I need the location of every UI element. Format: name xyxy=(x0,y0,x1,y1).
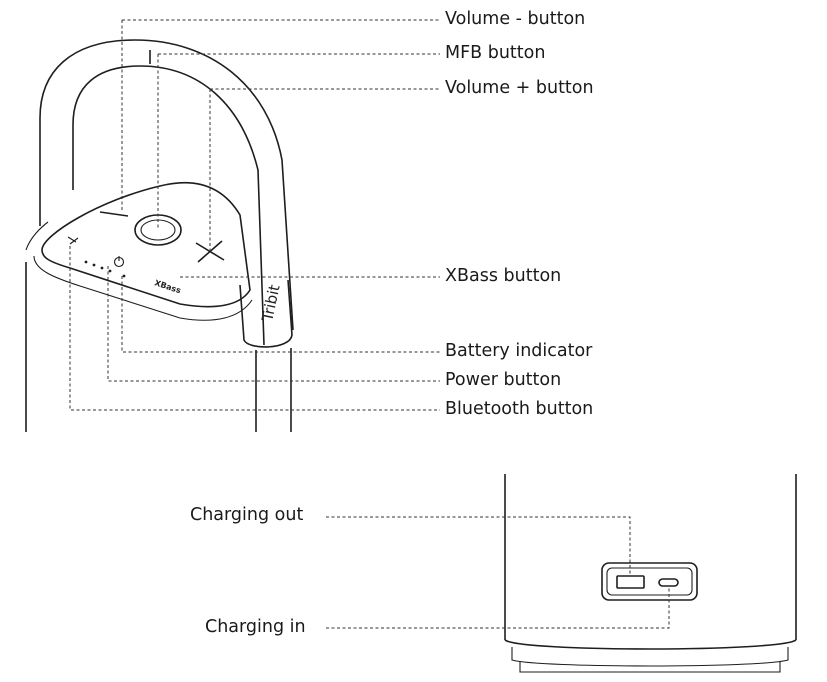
charging-out-label: Charging out xyxy=(190,505,304,525)
bluetooth-icon xyxy=(67,236,79,245)
power-label: Power button xyxy=(445,370,562,390)
leader-lines-bottom xyxy=(326,516,670,629)
xbass-label: XBass button xyxy=(445,266,562,286)
handle-inner xyxy=(72,65,265,346)
battery-dot xyxy=(92,263,96,267)
charging-in-label: Charging in xyxy=(205,617,306,637)
leader-lines-top xyxy=(69,19,440,411)
top-plate xyxy=(41,181,251,308)
volume-plus-label: Volume + button xyxy=(445,78,594,98)
mfb-label: MFB button xyxy=(445,43,546,63)
volume-minus-icon xyxy=(99,211,129,217)
battery-dot xyxy=(100,266,104,270)
handle-outer xyxy=(39,39,294,331)
speaker-bottom-illustration xyxy=(504,474,797,673)
battery-label: Battery indicator xyxy=(445,341,593,361)
battery-dot xyxy=(108,269,112,273)
bluetooth-label: Bluetooth button xyxy=(445,399,594,419)
usb-c-port-icon xyxy=(658,578,679,587)
usb-a-port-icon xyxy=(616,575,645,589)
volume-plus-icon xyxy=(195,240,225,263)
battery-dot xyxy=(84,260,88,264)
speaker-top-illustration: XBass Tribit xyxy=(25,39,294,432)
port-panel xyxy=(601,562,698,601)
battery-dot xyxy=(122,274,126,278)
xbass-logo: XBass xyxy=(153,278,182,295)
volume-minus-label: Volume - button xyxy=(445,9,586,29)
